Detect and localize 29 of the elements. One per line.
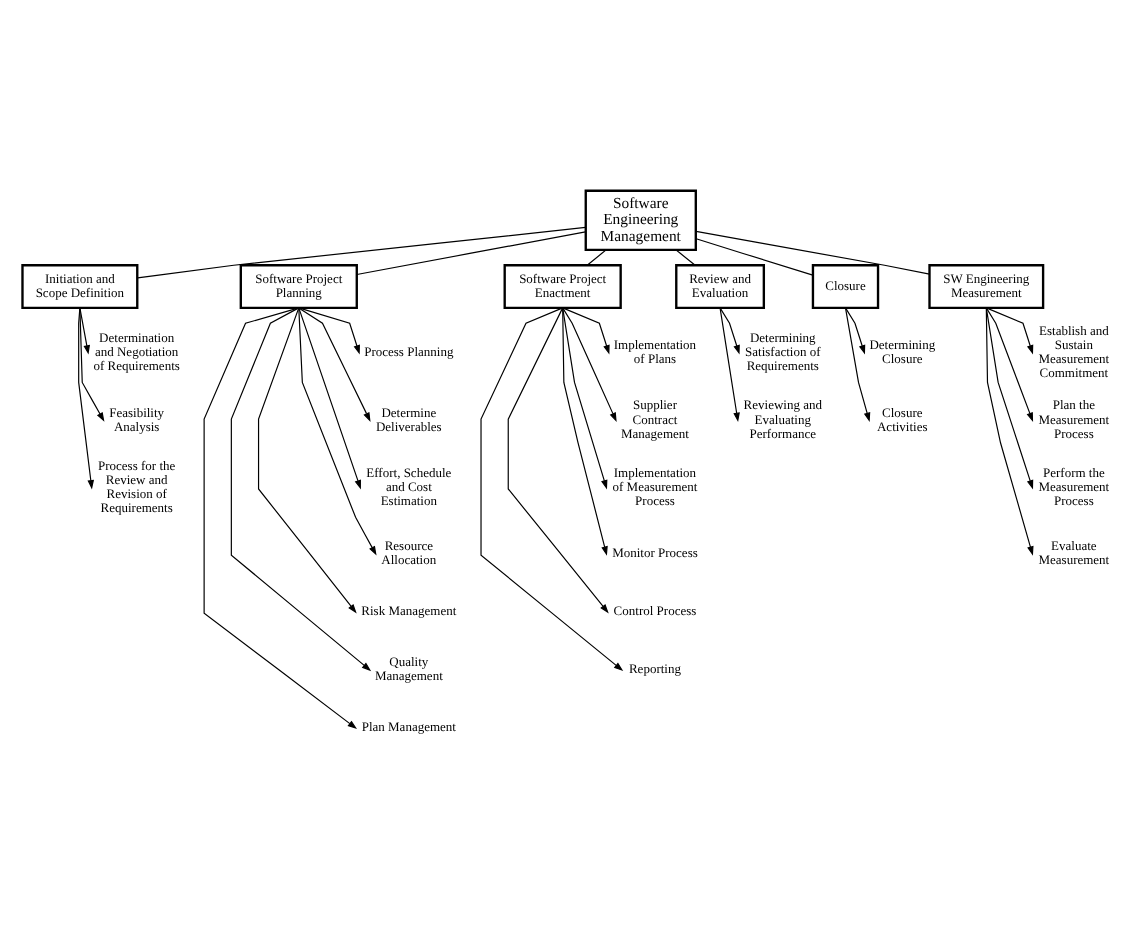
arrow — [79, 306, 105, 421]
arrow — [78, 306, 95, 489]
connector — [695, 237, 814, 275]
arrow — [480, 306, 624, 671]
arrow — [985, 306, 1034, 354]
arrow — [844, 306, 871, 421]
connector — [137, 225, 587, 278]
arrow — [719, 306, 740, 354]
arrow — [985, 306, 1034, 421]
connector — [356, 230, 587, 275]
arrow — [562, 306, 610, 354]
arrow — [719, 306, 740, 422]
arrow — [298, 306, 361, 489]
arrow — [985, 306, 1034, 489]
arrow — [562, 306, 608, 489]
arrow — [298, 306, 360, 354]
arrow — [203, 306, 357, 729]
arrow — [298, 306, 377, 555]
connector — [586, 248, 607, 265]
connector — [675, 248, 696, 265]
arrow — [257, 306, 357, 613]
arrow — [507, 306, 609, 613]
arrow — [562, 306, 608, 555]
arrow — [230, 306, 372, 671]
connector — [695, 229, 931, 274]
arrow — [985, 306, 1034, 555]
arrow — [562, 306, 617, 421]
arrow — [844, 306, 866, 354]
arrow — [298, 306, 371, 421]
